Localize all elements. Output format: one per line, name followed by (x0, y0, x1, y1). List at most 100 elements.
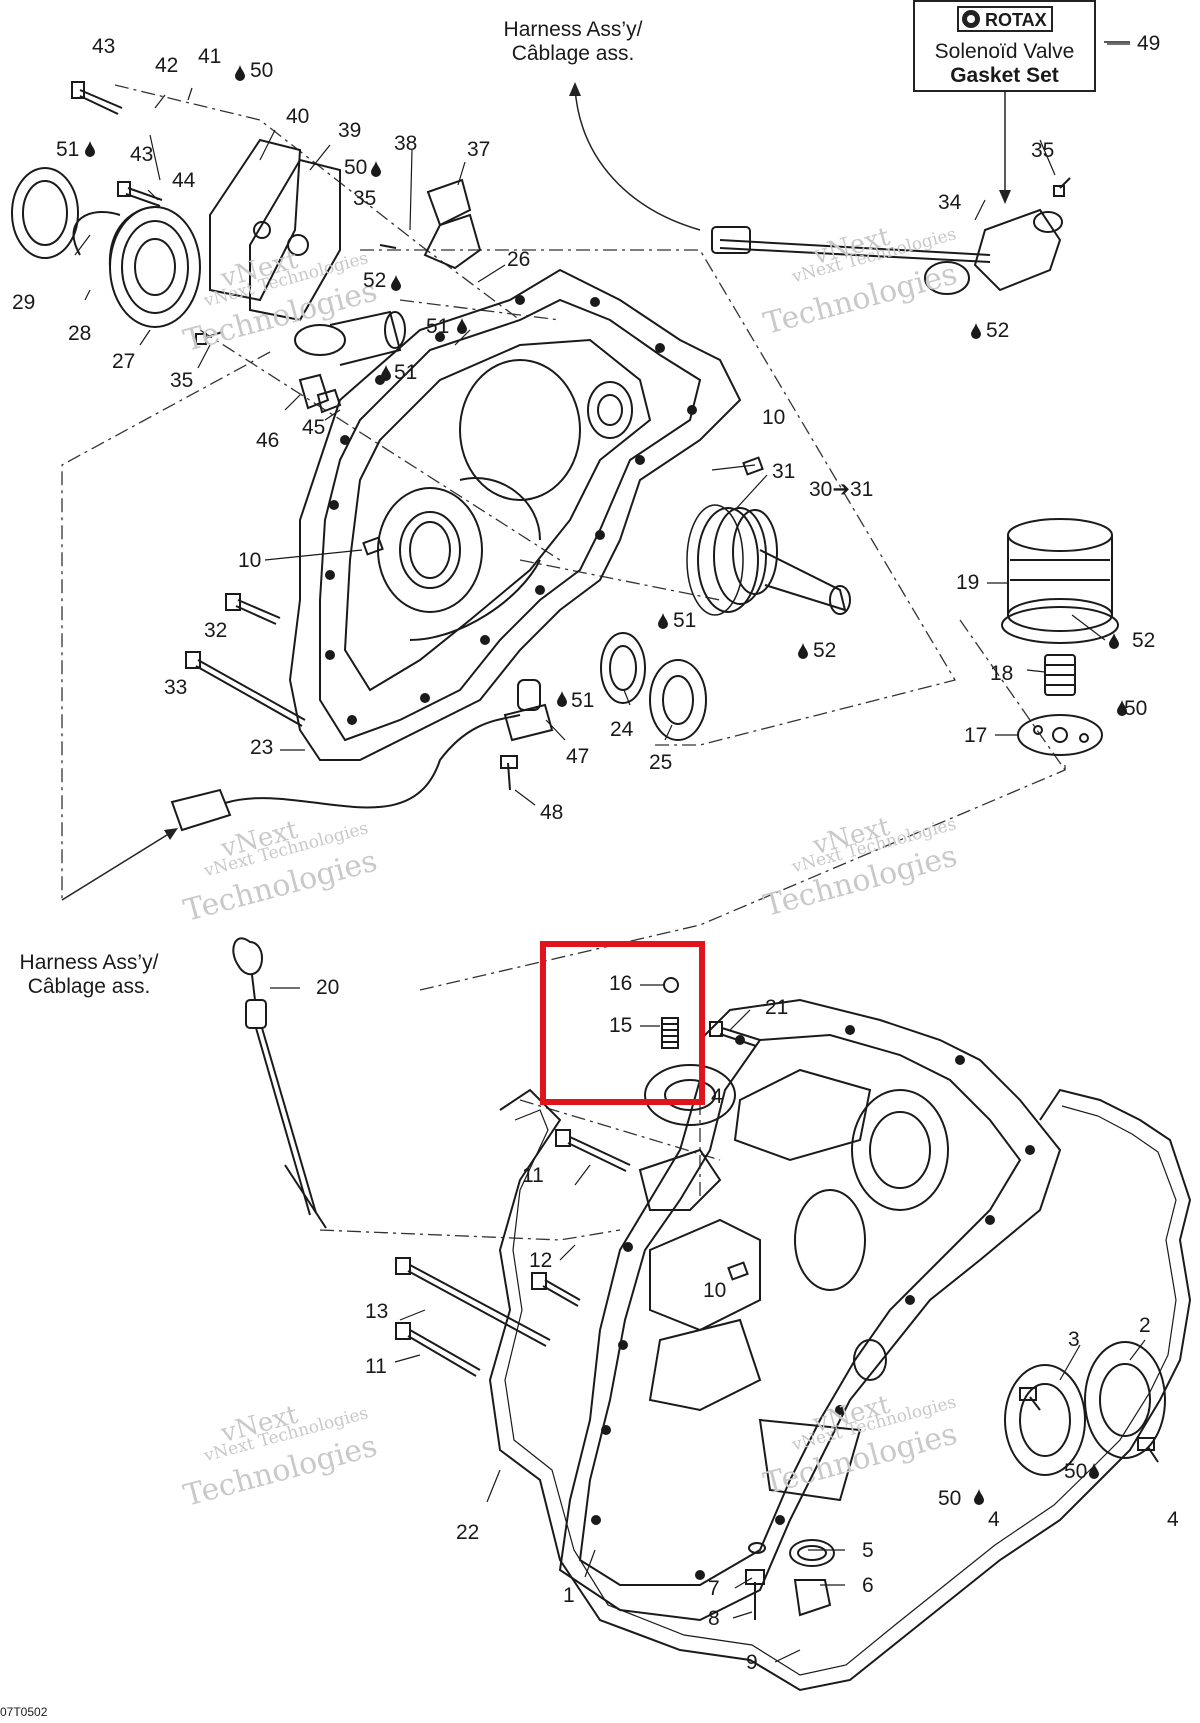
part-label: 44 (172, 169, 196, 192)
part-label: 15 (609, 1014, 633, 1037)
part-label: 50 (938, 1487, 962, 1510)
part-label: 13 (365, 1300, 389, 1323)
plate-17 (1017, 714, 1103, 756)
harness-label-left: Harness Ass’y/ Câblage ass. (19, 951, 159, 998)
part-label: 24 (610, 718, 634, 741)
bearings-24-25 (600, 632, 707, 741)
part-label: 30➔31 (809, 478, 874, 501)
part-label: 49 (1137, 32, 1161, 55)
solenoid-left (294, 310, 406, 414)
part-label: 32 (204, 619, 228, 642)
part-label: 27 (112, 350, 136, 373)
part-label: 38 (394, 132, 418, 155)
gear-icon (962, 10, 980, 28)
part-label: 42 (155, 54, 179, 77)
part-label: 50 (1064, 1460, 1088, 1483)
assembly-lines (61, 84, 1066, 1241)
part-label: 7 (708, 1577, 720, 1600)
seal-31 (686, 504, 744, 616)
part-label: 4 (988, 1508, 1000, 1531)
part-label: 35 (1031, 139, 1055, 162)
part-label: 4 (1167, 1508, 1179, 1531)
part-label: 51 (426, 315, 450, 338)
part-label: 22 (456, 1521, 480, 1544)
drawing-code: 07T0502 (0, 1705, 48, 1719)
part-label: 11 (522, 1164, 544, 1187)
bolts (71, 81, 1159, 1620)
part-label: 5 (862, 1539, 874, 1562)
part-label: 8 (708, 1607, 720, 1630)
dipstick (232, 937, 327, 1229)
part-label: 28 (68, 322, 92, 345)
drain-parts (748, 1539, 835, 1617)
part-label: 40 (286, 105, 310, 128)
small-valve-parts (362, 456, 764, 1281)
part-label: 9 (746, 1651, 758, 1674)
part-label: 35 (170, 369, 194, 392)
plates-39-40 (209, 138, 341, 322)
part-label: 48 (540, 801, 564, 824)
part-label: 10 (703, 1279, 727, 1302)
part-label: 50 (1124, 697, 1148, 720)
upper-cover (288, 268, 742, 761)
part-label: 51 (56, 138, 80, 161)
part-label: 3 (1068, 1328, 1080, 1351)
part-label: 50 (344, 156, 368, 179)
part-label: 6 (862, 1574, 874, 1597)
part-label: 51 (571, 689, 595, 712)
part-label: 51 (394, 361, 418, 384)
part-label: 17 (964, 724, 988, 747)
harness-left-arrow (61, 828, 178, 901)
part-label: 10 (238, 549, 262, 572)
part-label: 51 (673, 609, 697, 632)
part-label: 4 (711, 1085, 723, 1108)
part-label: 47 (566, 745, 590, 768)
harness-label-top: Harness Ass’y/ Câblage ass. (503, 18, 643, 65)
part-label: 52 (986, 319, 1010, 342)
part-label: 11 (365, 1355, 387, 1378)
lower-crankcase (558, 998, 1062, 1622)
part-label: 52 (363, 269, 387, 292)
part-label: 20 (316, 976, 340, 999)
part-label: 50 (250, 59, 274, 82)
part-label: 21 (765, 996, 789, 1019)
sensor-47 (503, 679, 554, 742)
rotax-logo: ROTAX (957, 6, 1053, 32)
leader-lines (74, 43, 1146, 1663)
part-label: 37 (467, 138, 491, 161)
gasket-22 (488, 1088, 1192, 1692)
part-label: 10 (762, 406, 786, 429)
part-label: 23 (250, 736, 274, 759)
part-label: 16 (609, 972, 633, 995)
oil-filter (1001, 518, 1119, 644)
left-harness (170, 714, 521, 832)
part-label: 43 (130, 143, 154, 166)
part-label: 19 (956, 571, 980, 594)
solenoid-34 (719, 208, 1063, 295)
part-label: 34 (938, 191, 962, 214)
upper-cover-bolts (325, 295, 697, 725)
part-label: 18 (990, 662, 1014, 685)
rotax-kit-box: ROTAX Solenoïd Valve Gasket Set (913, 0, 1096, 92)
part-label: 31 (772, 460, 796, 483)
part-label: 35 (353, 187, 377, 210)
part-label: 2 (1139, 1314, 1151, 1337)
part-label: 12 (529, 1249, 553, 1272)
part-label: 41 (198, 45, 222, 68)
rotax-kit-type: Gasket Set (950, 64, 1059, 87)
part-label: 45 (302, 416, 326, 439)
connector-37 (423, 178, 482, 270)
rotax-arrow (999, 41, 1130, 204)
top-harness-connector (711, 226, 751, 254)
fitting-18 (1044, 654, 1076, 696)
part-label: 43 (92, 35, 116, 58)
part-label: 39 (338, 119, 362, 142)
part-label: 1 (563, 1584, 575, 1607)
highlight-box (540, 941, 705, 1105)
part-label: 46 (256, 429, 280, 452)
bearing-group-27-29 (11, 167, 201, 328)
rotax-kit-name: Solenoïd Valve (934, 40, 1075, 63)
part-label: 29 (12, 291, 36, 314)
part-label: 25 (649, 751, 673, 774)
